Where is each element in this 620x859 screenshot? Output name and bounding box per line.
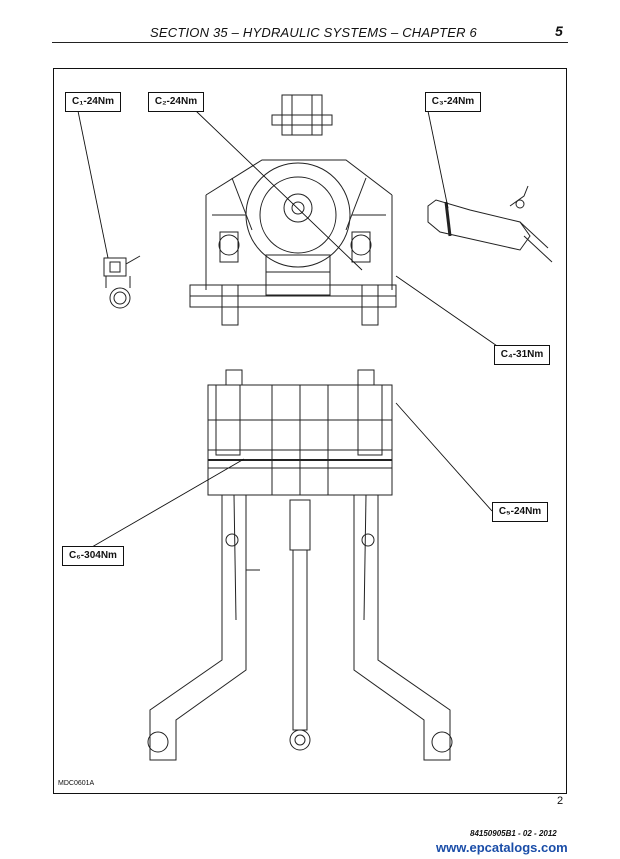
page-number: 5 (555, 23, 563, 39)
detail-c3-cylinder (427, 185, 553, 263)
figure-frame (53, 68, 567, 794)
torque-label-c5: C₅-24Nm (492, 502, 548, 522)
upper-hydraulic-lift (189, 94, 397, 326)
torque-label-c4: C₄-31Nm (494, 345, 550, 365)
torque-label-c6: C₆-304Nm (62, 546, 124, 566)
page-header: SECTION 35 – HYDRAULIC SYSTEMS – CHAPTER… (0, 22, 620, 44)
lower-three-point-linkage (147, 369, 453, 761)
torque-label-c1: C₁-24Nm (65, 92, 121, 112)
header-rule (52, 42, 568, 43)
torque-label-c2: C₂-24Nm (148, 92, 204, 112)
torque-label-c3: C₃-24Nm (425, 92, 481, 112)
section-title: SECTION 35 – HYDRAULIC SYSTEMS – CHAPTER… (150, 25, 477, 40)
watermark-link[interactable]: www.epcatalogs.com (436, 840, 568, 855)
detail-c1-valve (103, 255, 141, 309)
document-code: 84150905B1 - 02 - 2012 (470, 829, 557, 838)
figure-number: 2 (557, 795, 564, 807)
leader-lines (77, 110, 501, 548)
figure-code: MDC0601A (58, 780, 95, 787)
